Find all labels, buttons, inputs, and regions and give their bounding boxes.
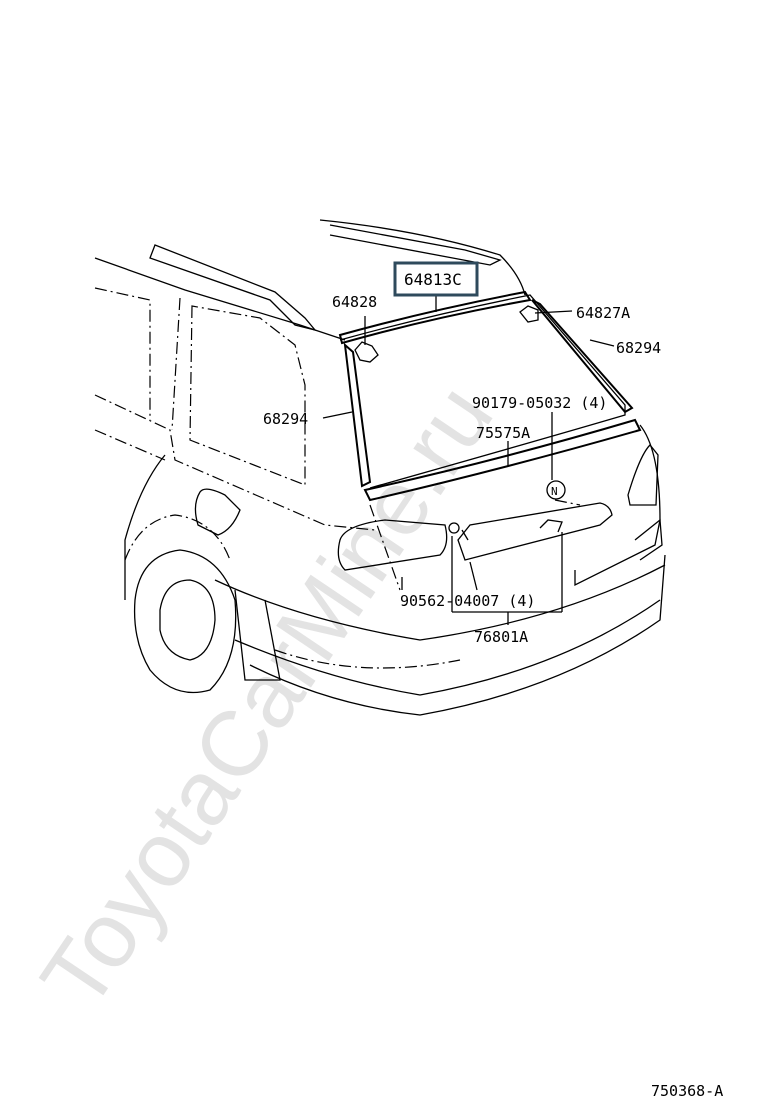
part-label-90179[interactable]: 90179-05032 (4) (472, 394, 607, 412)
symbol-n: N (551, 485, 558, 498)
part-label-90562[interactable]: 90562-04007 (4) (400, 592, 535, 610)
diagram-code: 750368-A (651, 1082, 723, 1100)
part-label-68294-right[interactable]: 68294 (616, 339, 661, 357)
part-label-64827a[interactable]: 64827A (576, 304, 630, 322)
part-label-76801a[interactable]: 76801A (474, 628, 528, 646)
watermark: ToyotaCarMine.ru (22, 367, 513, 1026)
part-label-64813c[interactable]: 64813C (404, 270, 462, 289)
leader-lines (322, 295, 615, 625)
part-label-68294-left[interactable]: 68294 (263, 410, 308, 428)
part-label-75575a[interactable]: 75575A (476, 424, 530, 442)
highlight-box (393, 261, 479, 297)
part-label-64828[interactable]: 64828 (332, 293, 377, 311)
car-illustration (94, 219, 666, 716)
